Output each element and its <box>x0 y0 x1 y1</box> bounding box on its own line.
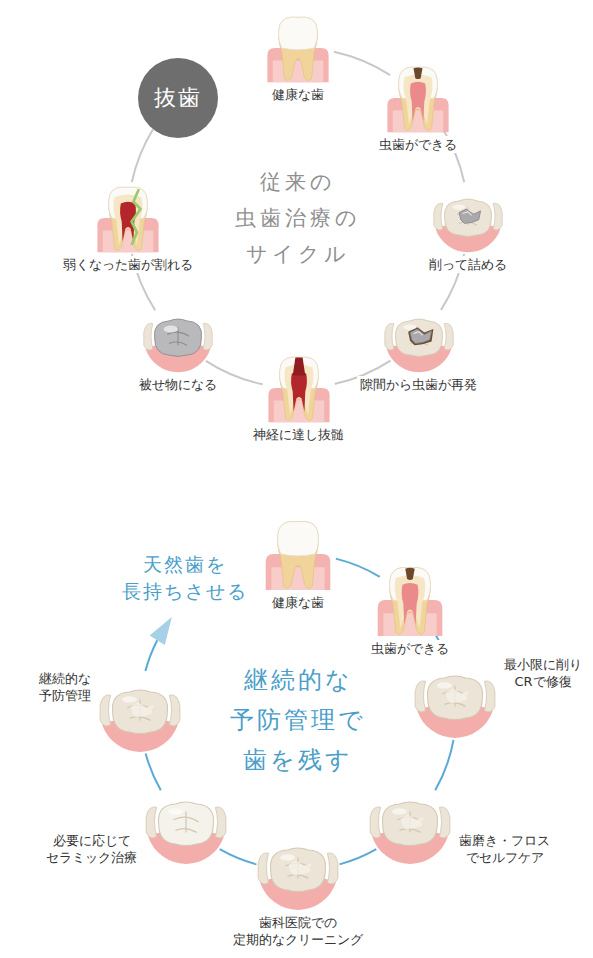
step-label: 健康な歯 <box>269 86 327 103</box>
step-label: 健康な歯 <box>269 594 327 611</box>
extraction-circle: 抜歯 <box>138 58 218 138</box>
treatment-step: 神経に達し抜髄 <box>250 352 347 443</box>
tooth-illustration <box>383 302 455 374</box>
tooth-illustration <box>432 182 504 254</box>
treatment-step: 被せ物になる <box>136 302 220 393</box>
tooth-picture <box>372 562 448 638</box>
tooth-picture <box>382 62 454 134</box>
tooth-illustration <box>413 656 497 740</box>
step-label: 弱くなった歯が割れる <box>60 256 196 273</box>
tooth-illustration <box>262 12 334 84</box>
tooth-illustration <box>368 782 452 866</box>
step-label: 歯磨き・フロス でセルフケア <box>456 832 553 866</box>
step-label: 虫歯ができる <box>368 640 452 657</box>
cycle-heading: 継続的な 予防管理で 歯を残す <box>229 660 367 780</box>
goal-note: 天然歯を 長持ちさせる <box>121 551 249 605</box>
step-label: 隙間から虫歯が再発 <box>357 376 480 393</box>
treatment-step: 必要に応じて セラミック治療 <box>43 782 228 866</box>
tooth-illustration <box>142 302 214 374</box>
step-label: 虫歯ができる <box>376 136 460 153</box>
tooth-picture <box>260 516 336 592</box>
treatment-step: 健康な歯 <box>262 12 334 103</box>
step-label: 歯科医院での 定期的なクリーニング <box>230 914 366 948</box>
tooth-picture <box>263 352 335 424</box>
cycle-arrowhead <box>150 617 172 645</box>
tooth-illustration <box>144 782 228 866</box>
cycle-line <box>336 559 380 577</box>
tooth-illustration <box>263 352 335 424</box>
tooth-picture <box>383 302 455 374</box>
treatment-step: 虫歯ができる <box>368 562 452 657</box>
extraction-text: 抜歯 <box>153 85 203 111</box>
tooth-picture <box>256 828 340 912</box>
cycle-line <box>435 740 453 790</box>
tooth-illustration <box>256 828 340 912</box>
step-label: 継続的な 予防管理 <box>36 670 94 704</box>
treatment-step: 歯科医院での 定期的なクリーニング <box>230 828 366 948</box>
cycle-tail-line <box>145 640 157 671</box>
tooth-picture <box>262 12 334 84</box>
treatment-step: 継続的な 予防管理 <box>36 670 182 754</box>
tooth-picture <box>142 302 214 374</box>
cycle-line <box>334 52 390 75</box>
tooth-illustration <box>98 670 182 754</box>
tooth-picture <box>413 656 497 740</box>
tooth-illustration <box>372 562 448 638</box>
tooth-picture <box>144 782 228 866</box>
tooth-illustration <box>260 516 336 592</box>
step-label: 削って詰める <box>426 256 510 273</box>
tooth-picture <box>92 182 164 254</box>
treatment-step: 隙間から虫歯が再発 <box>357 302 480 393</box>
step-label: 被せ物になる <box>136 376 220 393</box>
tooth-picture <box>98 670 182 754</box>
cycle-heading: 従来の 虫歯治療の サイクル <box>234 164 362 272</box>
treatment-step: 最小限に削り CRで修復 <box>413 656 585 740</box>
step-label: 神経に達し抜髄 <box>250 426 347 443</box>
cycle-line <box>146 754 161 791</box>
tooth-illustration <box>382 62 454 134</box>
treatment-step: 虫歯ができる <box>376 62 460 153</box>
cycle-line <box>220 849 257 864</box>
tooth-illustration <box>92 182 164 254</box>
treatment-step: 健康な歯 <box>260 516 336 611</box>
treatment-step: 削って詰める <box>426 182 510 273</box>
tooth-picture <box>368 782 452 866</box>
cycle-line <box>340 849 377 864</box>
treatment-step: 歯磨き・フロス でセルフケア <box>368 782 553 866</box>
treatment-step: 弱くなった歯が割れる <box>60 182 196 273</box>
step-label: 必要に応じて セラミック治療 <box>43 832 140 866</box>
cycle-line <box>441 126 464 182</box>
step-label: 最小限に削り CRで修復 <box>501 656 585 690</box>
cycle-line <box>132 129 153 182</box>
tooth-picture <box>432 182 504 254</box>
